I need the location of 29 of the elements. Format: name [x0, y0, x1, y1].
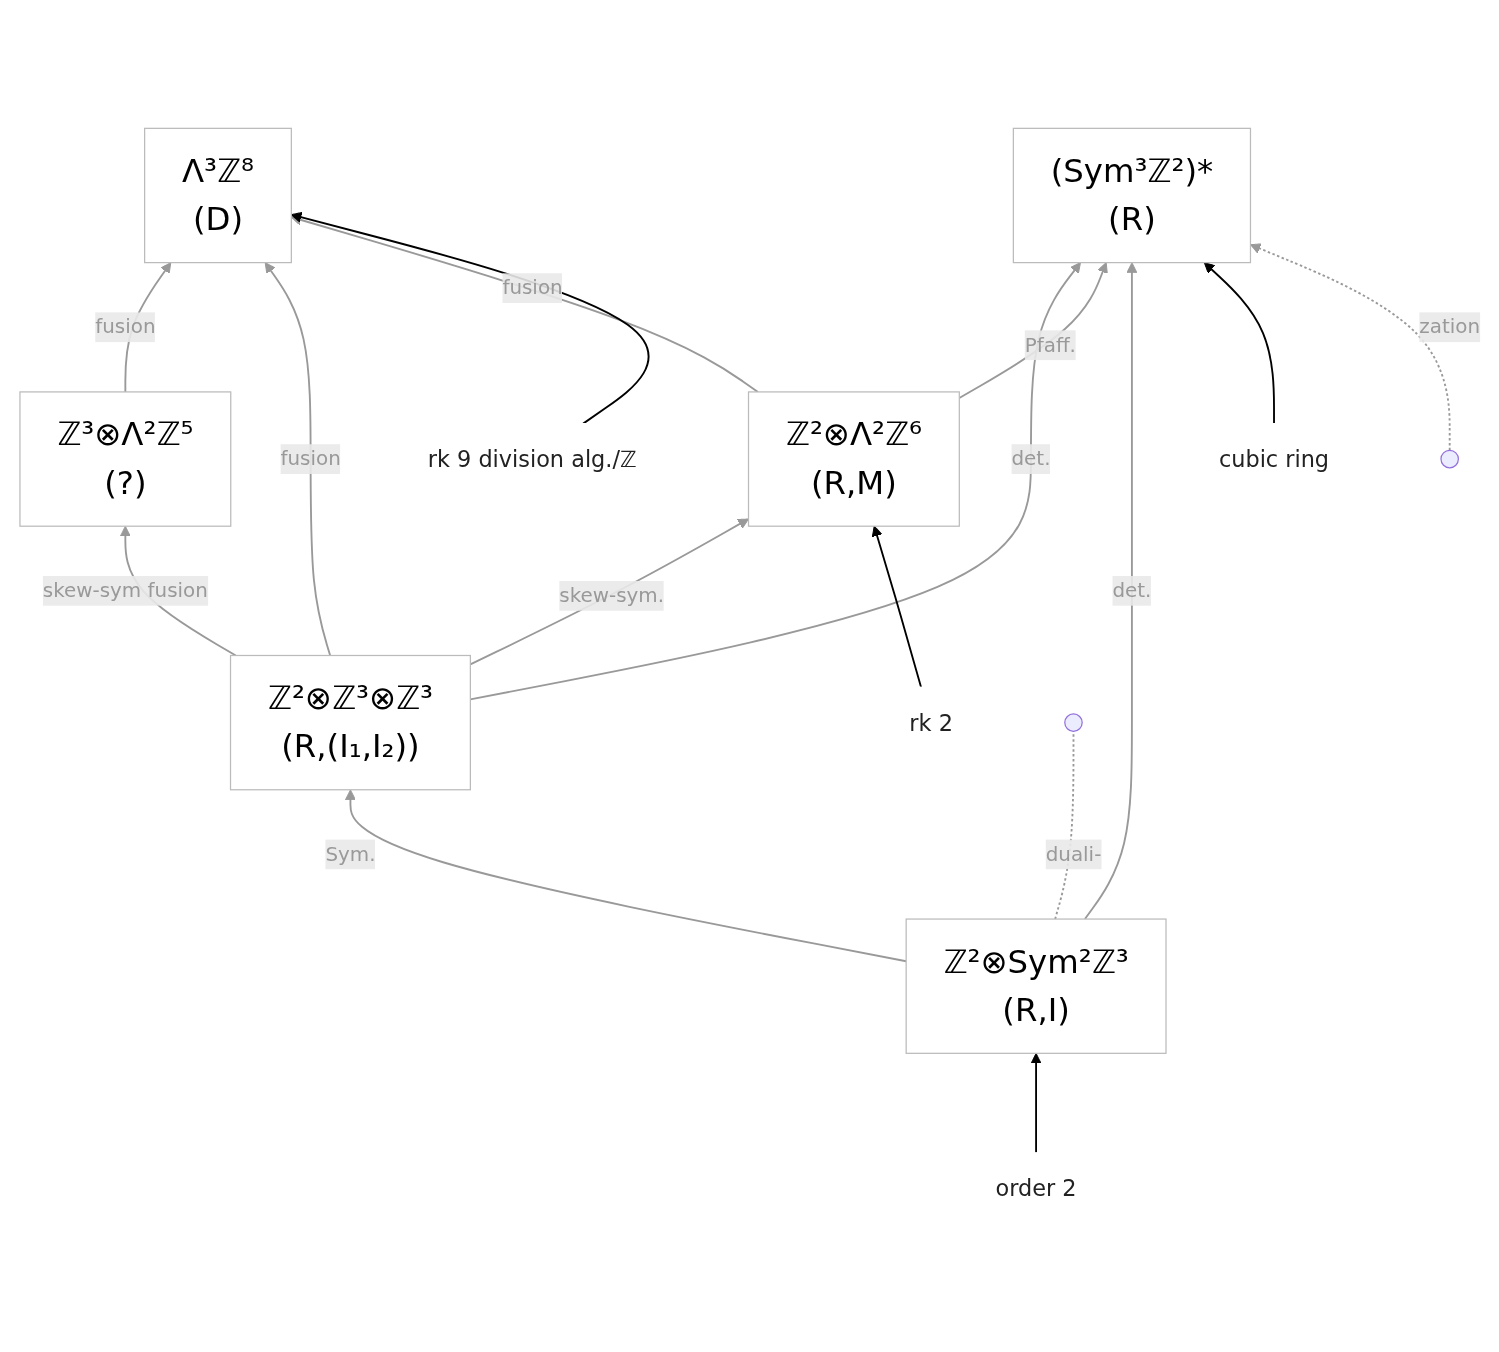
node-box: ℤ²⊗Λ²ℤ⁶ (R,M)	[747, 391, 960, 527]
edge-label: det.	[1010, 446, 1050, 471]
edge-label: skew-sym.	[558, 583, 664, 608]
arrow	[1030, 1052, 1042, 1154]
edge-label: fusion	[94, 314, 155, 339]
arrow	[871, 525, 922, 689]
node-text: order 2	[995, 1175, 1077, 1202]
edge-label: skew-sym fusion	[42, 578, 208, 603]
arrow	[264, 262, 331, 657]
arrow	[1203, 262, 1275, 425]
node-box: Λ³ℤ⁸ (D)	[143, 127, 292, 264]
arrow	[290, 214, 759, 393]
arrow	[290, 211, 649, 425]
edge-label: zation	[1418, 314, 1480, 339]
node-box: ℤ²⊗Sym²ℤ³ (R,I)	[905, 918, 1167, 1054]
edge-label: Pfaff.	[1024, 332, 1076, 357]
edge-label: fusion	[279, 446, 341, 471]
node-text: rk 9 division alg./ℤ	[427, 446, 637, 473]
arrow	[1249, 243, 1451, 452]
node-box: ℤ²⊗ℤ³⊗ℤ³ (R,(I₁,I₂))	[229, 654, 471, 791]
node-text: cubic ring	[1218, 446, 1329, 473]
node-text: rk 2	[908, 709, 953, 736]
edge-label: duali-	[1045, 841, 1101, 866]
node-box: (Sym³ℤ²)* (R)	[1012, 127, 1251, 264]
node-box: ℤ³⊗Λ²ℤ⁵ (?)	[18, 391, 231, 527]
edge-label: fusion	[501, 275, 563, 300]
edge-label: det.	[1111, 578, 1151, 603]
arrow	[1083, 262, 1137, 920]
edge-label: Sym.	[324, 841, 375, 866]
